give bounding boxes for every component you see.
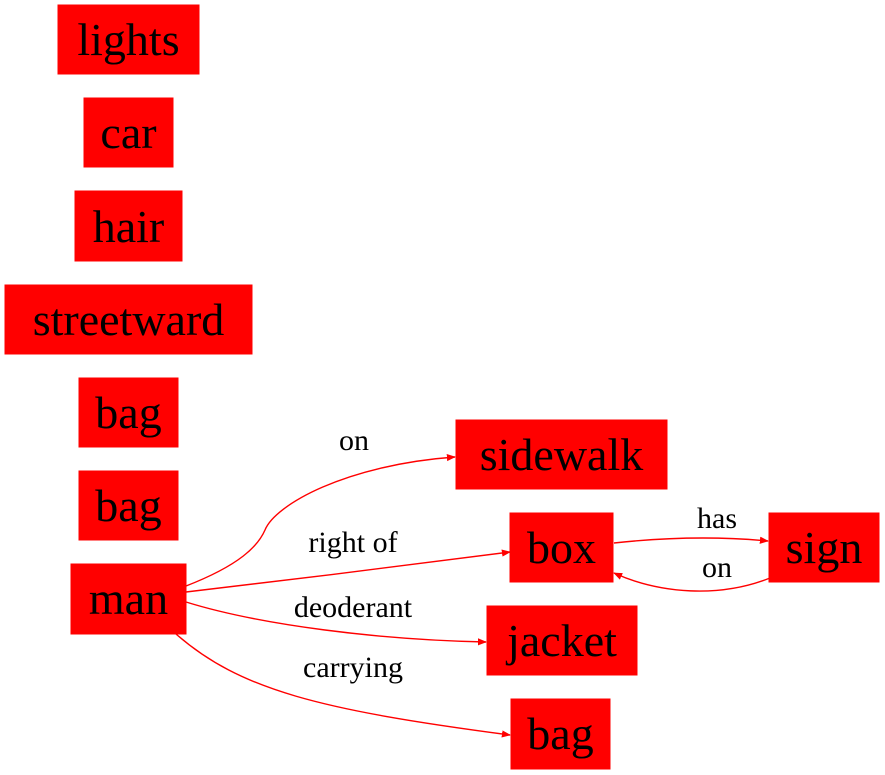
node-streetward: streetward — [4, 284, 253, 355]
node-bag-3-label: bag — [527, 708, 593, 759]
node-bag-1-label: bag — [95, 387, 161, 438]
edge-man-carrying-bag — [175, 633, 511, 738]
edge-sign-on-box — [613, 572, 771, 592]
nodes: lights car hair streetward bag bag man — [4, 4, 880, 770]
node-sidewalk: sidewalk — [455, 419, 668, 490]
node-sign-label: sign — [786, 522, 863, 573]
edge-label-right-of: right of — [308, 526, 397, 559]
node-jacket: jacket — [486, 605, 638, 676]
node-sign: sign — [768, 512, 880, 583]
edge-label-deoderant: deoderant — [294, 591, 413, 624]
node-jacket-label: jacket — [505, 615, 617, 666]
node-hair-label: hair — [93, 201, 165, 252]
edge-man-on-sidewalk — [185, 453, 456, 587]
node-bag-3: bag — [510, 698, 611, 770]
node-car: car — [83, 97, 174, 168]
node-bag-1: bag — [78, 377, 179, 448]
edge-man-right-of-box — [185, 549, 511, 593]
node-sidewalk-label: sidewalk — [480, 429, 644, 480]
node-box: box — [509, 512, 614, 583]
edge-label-has: has — [697, 502, 737, 535]
edges: on right of deoderant carrying has on — [175, 424, 771, 738]
node-bag-2-label: bag — [95, 480, 161, 531]
node-hair: hair — [74, 190, 183, 262]
node-lights-label: lights — [77, 14, 179, 65]
node-streetward-label: streetward — [33, 294, 225, 345]
edge-label-on-sidewalk: on — [339, 424, 369, 457]
node-bag-2: bag — [78, 470, 179, 541]
edge-label-on-box: on — [702, 551, 732, 584]
edge-box-has-sign — [613, 536, 769, 544]
node-box-label: box — [527, 522, 596, 573]
edge-label-carrying: carrying — [303, 651, 403, 684]
node-man-label: man — [89, 573, 168, 624]
node-car-label: car — [100, 107, 156, 158]
node-lights: lights — [57, 4, 200, 75]
edge-man-deoderant-jacket — [185, 601, 487, 646]
node-man: man — [70, 563, 187, 635]
